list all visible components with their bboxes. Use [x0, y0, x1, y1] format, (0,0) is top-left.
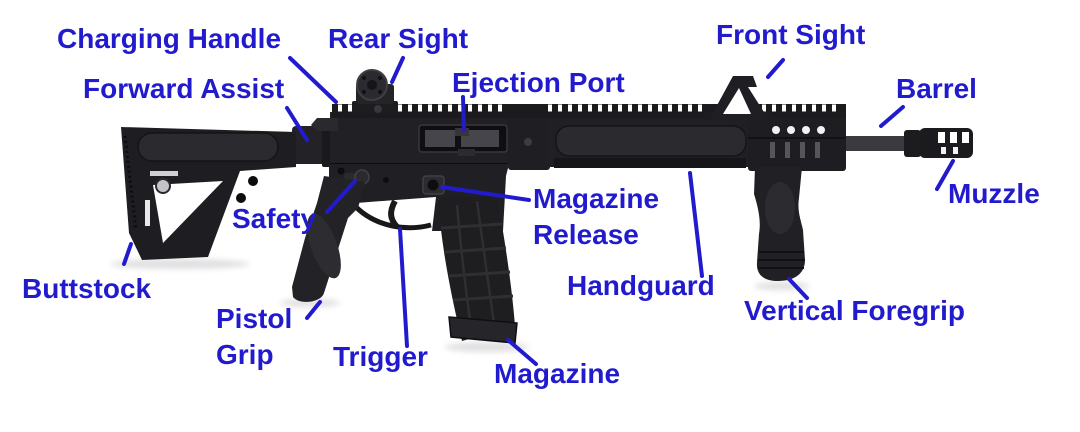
label-trigger: Trigger [333, 341, 428, 372]
leader-rear-sight [390, 56, 405, 84]
label-magazine: Magazine [494, 358, 621, 389]
charging-handle-shape [311, 118, 338, 131]
label-muzzle: Muzzle [948, 178, 1040, 209]
label-handguard: Handguard [567, 270, 715, 301]
magazine-shape [438, 197, 518, 344]
leader-safety [325, 179, 357, 214]
pistol-grip-shape [292, 176, 365, 302]
leader-handguard [688, 171, 704, 278]
leader-magazine-release [440, 185, 531, 202]
trigger-shape [388, 199, 400, 229]
label-barrel: Barrel [896, 73, 977, 104]
label-ejection-port: Ejection Port [452, 67, 625, 98]
label-rear-sight: Rear Sight [328, 23, 469, 54]
barrel-shape [846, 130, 921, 157]
muzzle-shape [919, 128, 973, 158]
label-vertical-foregrip: Vertical Foregrip [744, 295, 965, 326]
leader-pistol-grip [305, 300, 322, 320]
leader-ejection-port [461, 95, 466, 132]
leader-trigger [398, 227, 409, 348]
front-sight-shape [704, 76, 772, 120]
label-forward-assist: Forward Assist [83, 73, 285, 104]
label-pistol-grip: Pistol Grip [216, 303, 293, 370]
leader-barrel [879, 105, 905, 128]
leader-magazine [506, 338, 538, 366]
handguard-shape [546, 115, 846, 171]
leader-muzzle [935, 159, 955, 191]
rear-sight-shape [352, 69, 398, 114]
label-front-sight: Front Sight [716, 19, 866, 50]
leader-front-sight [766, 58, 785, 79]
vertical-foregrip-shape [754, 167, 805, 281]
leader-vertical-foregrip [787, 277, 809, 300]
label-buttstock: Buttstock [22, 273, 152, 304]
leader-charging-handle [288, 56, 338, 104]
leader-buttstock [122, 242, 133, 266]
leader-lines [122, 56, 955, 366]
shadows [110, 259, 810, 352]
buttstock-shape [121, 127, 296, 260]
ejection-port-shape [330, 124, 508, 165]
label-magazine-release: Magazine Release [533, 183, 660, 250]
label-safety: Safety [232, 203, 317, 234]
leader-forward-assist [285, 106, 309, 142]
label-charging-handle: Charging Handle [57, 23, 282, 54]
